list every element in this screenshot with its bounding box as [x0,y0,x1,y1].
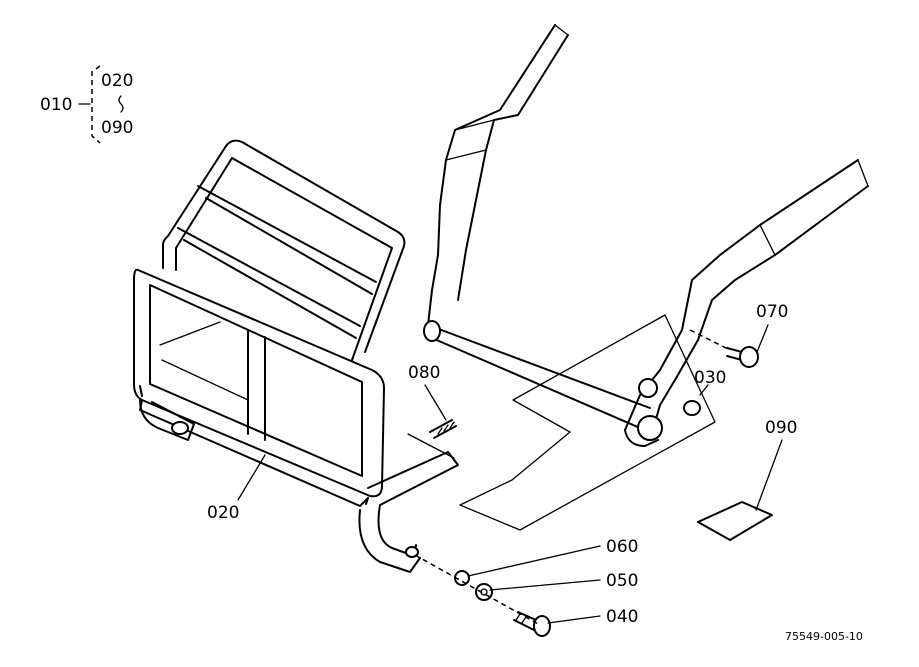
cross-tube-top [427,324,651,409]
leader-070 [756,324,769,353]
left-arm-cut [554,24,569,36]
guard-inner-floor [161,359,249,401]
callout-060: 060 [606,537,638,557]
group-parent-label: 010 [40,95,72,115]
guard-rail-inner [175,157,393,361]
left-bolt-head [171,421,189,435]
callout-labels: 020 030 040 050 060 070 080 090 [207,302,797,627]
right-bracket-hole [405,546,419,558]
left-arm-inner-edge [457,34,569,301]
guard-rail-bar-1 [197,185,377,283]
callout-070: 070 [756,302,788,322]
leader-090 [755,439,783,511]
leader-020 [237,454,266,501]
right-side-bracket-lower [358,509,421,573]
nut-030 [683,400,701,416]
figure-code: 75549-005-10 [785,630,863,643]
guard-rail-bar-3 [177,227,361,327]
guard-inner-shelf [159,321,221,346]
right-arm-inner-edge [649,185,869,441]
group-range-start-label: 020 [101,71,133,91]
guard-box-thickness [139,385,369,505]
callout-020: 020 [207,503,239,523]
leader-lines [237,324,783,624]
mount-hole-upper [638,378,658,398]
right-arm-joint [759,224,776,256]
assembly-axis-lower [414,554,541,626]
guard-rail-bar-4 [183,239,357,339]
guard-box-inner [149,284,363,477]
callout-030: 030 [694,368,726,388]
guard-rail-bar-2 [205,197,373,295]
range-tilde [118,95,124,113]
right-arm-foot [624,429,659,447]
assembly-axis-upper [689,329,731,351]
left-arm-joint-2 [445,149,487,161]
pin-shank [429,419,457,439]
bolt-040-thread [515,613,527,624]
cross-tube-bottom [431,337,641,429]
hardware [414,329,773,637]
pin-thread [437,421,455,435]
right-arm-cut [857,159,869,187]
leader-030 [699,384,709,396]
front-guard [133,139,459,573]
guard-base-plate [139,399,369,507]
leader-060 [467,545,601,577]
callout-040: 040 [606,607,638,627]
callout-090: 090 [765,418,797,438]
tube-end-left [423,320,441,342]
decal-plate-090 [697,501,773,541]
group-range-end-label: 090 [101,118,133,138]
right-side-bracket [367,451,459,557]
left-arm-outer-edge [427,24,556,326]
loader-arms [423,24,869,531]
bracket-plate-edge [407,433,455,459]
guard-rail-outer [162,139,406,353]
right-arm-outer-edge [624,159,859,431]
bolt-040-shank [513,611,537,631]
left-arm-joint [454,119,495,131]
callout-080: 080 [408,363,440,383]
callout-050: 050 [606,571,638,591]
leader-080 [424,384,447,421]
left-side-bracket [139,399,195,441]
leader-050 [489,579,601,591]
projection-plane [459,314,716,531]
group-bracket: 010 020 090 [40,65,133,144]
guard-box-outer [133,268,385,498]
bolt-070-head [739,346,759,368]
bracket-brace [91,65,101,144]
leader-040 [547,615,601,624]
mount-hole-lower [637,415,663,441]
bolt-040-head [533,615,551,637]
